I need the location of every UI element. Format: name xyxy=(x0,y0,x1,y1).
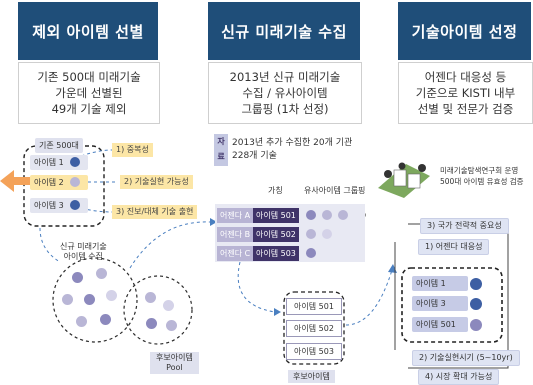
criterion-replacement: 3) 진보/대체 기술 출현 xyxy=(112,205,198,219)
desc-text: 기존 500대 미래기술 가운데 선별된 49개 기술 제외 xyxy=(37,70,141,116)
criterion-agenda: 1) 어젠다 대응성 xyxy=(418,239,490,255)
col-group-header: 유사아이템 그룹핑 xyxy=(304,186,366,195)
committee-text: 미래기술탐색연구회 운영 500대 아이템 유효성 검증 xyxy=(440,166,524,186)
pool-dot xyxy=(72,272,83,283)
pool-dot xyxy=(146,318,157,329)
selected-dot-501 xyxy=(470,319,482,331)
selected-dot-1 xyxy=(470,278,482,290)
pool-dot xyxy=(76,316,87,327)
candidate-503: 아이템 503 xyxy=(286,343,342,360)
pool-caption: 후보아이템 Pool xyxy=(150,352,199,374)
desc-box-3: 어젠다 대응성 등 기준으로 KISTI 내부 선별 및 전문가 검증 xyxy=(398,62,533,124)
agenda-a: 어젠다 A xyxy=(217,208,257,223)
item-3-dot xyxy=(70,200,80,210)
committee-illustration-icon xyxy=(378,162,430,198)
pool-circle-2 xyxy=(123,275,193,345)
group-dot xyxy=(306,229,316,239)
pool-label: 신규 미래기술 아이템 수집 xyxy=(60,242,107,261)
candidate-501: 아이템 501 xyxy=(286,298,342,315)
group-dot xyxy=(306,248,316,258)
item-1-dot xyxy=(70,157,80,167)
desc-box-1: 기존 500대 미래기술 가운데 선별된 49개 기술 제외 xyxy=(18,62,160,124)
agenda-c: 어젠다 C xyxy=(217,246,257,261)
agenda-b: 어젠다 B xyxy=(217,227,257,242)
pool-dot xyxy=(106,290,117,301)
item-501: 아이템 501 xyxy=(253,208,299,223)
selected-item-501: 아이템 501 xyxy=(412,317,468,332)
selected-item-3: 아이템 3 xyxy=(412,296,468,311)
pool-dot xyxy=(62,294,73,305)
pool-circle-1 xyxy=(52,257,138,343)
group-dot xyxy=(322,229,332,239)
candidate-caption: 후보아이템 xyxy=(288,370,335,383)
group-dot xyxy=(338,210,348,220)
candidate-frame xyxy=(283,291,345,365)
header-new-tech: 신규 미래기술 수집 xyxy=(208,2,360,60)
selected-dot-3 xyxy=(470,298,482,310)
pool-dot xyxy=(163,300,174,311)
criterion-feasibility: 2) 기술실현 가능성 xyxy=(120,175,193,189)
col-alias-header: 가칭 xyxy=(268,186,283,195)
header-title: 신규 미래기술 수집 xyxy=(221,22,347,41)
group-dot xyxy=(322,210,332,220)
pool-dot xyxy=(166,320,177,331)
existing-500-label: 기존 500대 xyxy=(35,138,83,153)
header-title: 기술아이템 선정 xyxy=(411,22,518,41)
candidate-502: 아이템 502 xyxy=(286,320,342,337)
grouping-oval xyxy=(300,204,366,226)
source-text: 2013년 추가 수집한 20개 기관 228개 기술 xyxy=(232,138,353,161)
header-title: 제외 아이템 선별 xyxy=(32,22,144,41)
header-exclude-items: 제외 아이템 선별 xyxy=(18,2,158,60)
selected-frame xyxy=(401,267,503,343)
pool-dot xyxy=(84,294,95,305)
criterion-market: 4) 시장 확대 가능성 xyxy=(418,369,500,385)
source-tag: 자료 xyxy=(214,134,228,166)
pool-dot xyxy=(100,314,111,325)
group-dot xyxy=(306,210,316,220)
item-2-dot xyxy=(70,177,80,187)
pool-dot xyxy=(145,292,156,303)
desc-text: 2013년 신규 미래기술 수집 / 유사아이템 그룹핑 (1차 선정) xyxy=(229,70,341,116)
criterion-national-strategy: 3) 국가 전략적 중요성 xyxy=(420,218,509,234)
criterion-realization-time: 2) 기술실현시기 (5~10yr) xyxy=(412,350,520,366)
header-select-items: 기술아이템 선정 xyxy=(398,2,531,60)
pool-dot xyxy=(96,268,107,279)
criterion-duplication: 1) 중복성 xyxy=(112,143,153,157)
item-502: 아이템 502 xyxy=(253,227,299,242)
desc-box-2: 2013년 신규 미래기술 수집 / 유사아이템 그룹핑 (1차 선정) xyxy=(208,62,362,124)
selected-item-1: 아이템 1 xyxy=(412,276,468,291)
item-503: 아이템 503 xyxy=(253,246,299,261)
desc-text: 어젠다 대응성 등 기준으로 KISTI 내부 선별 및 전문가 검증 xyxy=(415,70,516,116)
